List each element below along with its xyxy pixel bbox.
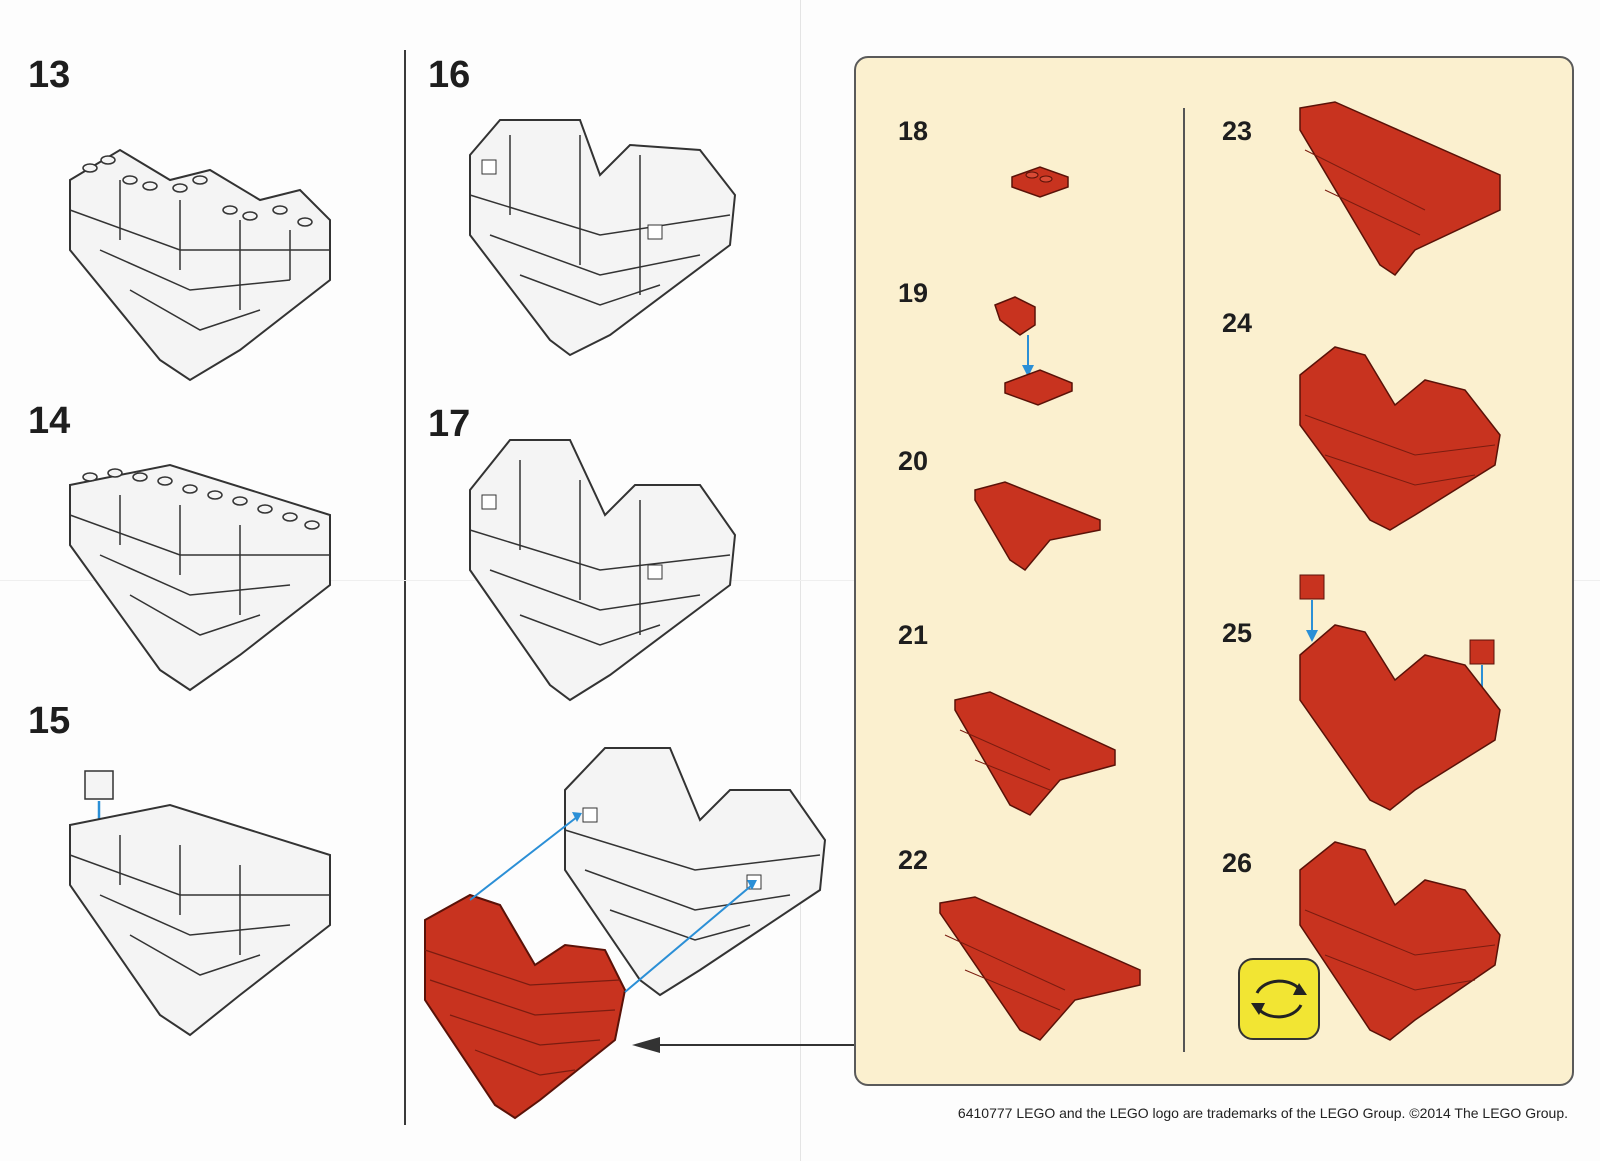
- step-number-19: 19: [898, 278, 929, 308]
- red-brick-step-22: [939, 896, 1141, 1041]
- combine-hearts-illustration: [424, 747, 827, 1120]
- step-number-17: 17: [428, 403, 471, 445]
- red-brick-step-20: [974, 481, 1101, 571]
- step-number-20: 20: [898, 446, 929, 476]
- step-number-14: 14: [28, 400, 71, 442]
- red-brick-step-21: [954, 691, 1116, 816]
- panel-to-model-arrow: [632, 1037, 856, 1053]
- white-heart-step-13: [69, 148, 331, 382]
- white-heart-step-14: [69, 463, 331, 692]
- white-heart-step-16: [469, 119, 737, 357]
- page-fold-horizontal: [0, 580, 1600, 581]
- copyright-footer: 6410777 LEGO and the LEGO logo are trade…: [957, 1105, 1568, 1121]
- step-number-18: 18: [898, 116, 929, 146]
- white-heart-step-15: [69, 770, 331, 1037]
- red-brick-step-18: [1011, 166, 1069, 198]
- step-number-24: 24: [1222, 308, 1253, 338]
- white-heart-step-17: [469, 439, 737, 702]
- panel-column-divider: [1183, 108, 1185, 1052]
- step-number-13: 13: [28, 54, 71, 96]
- step-number-15: 15: [28, 700, 71, 742]
- red-brick-step-23: [1299, 101, 1501, 277]
- step-number-26: 26: [1222, 848, 1253, 878]
- red-heart-step-24: [1299, 346, 1501, 531]
- step-number-23: 23: [1222, 116, 1253, 146]
- red-heart-step-25: [1299, 574, 1501, 811]
- step-number-25: 25: [1222, 618, 1253, 648]
- column-divider-left: [404, 50, 406, 1125]
- step-number-16: 16: [428, 54, 471, 96]
- red-heart-step-26: [1299, 841, 1501, 1041]
- step-number-21: 21: [898, 620, 929, 650]
- rotate-model-icon: [1237, 957, 1321, 1041]
- red-brick-step-19: [994, 296, 1073, 406]
- step-number-22: 22: [898, 845, 929, 875]
